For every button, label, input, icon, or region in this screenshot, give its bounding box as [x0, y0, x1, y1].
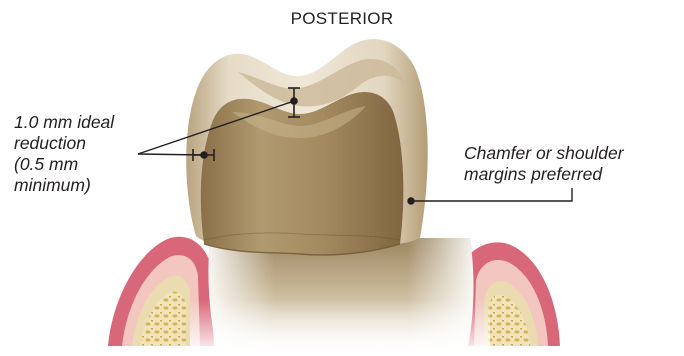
reduction-label-line-3: (0.5 mm	[14, 154, 114, 175]
reduction-label-line-1: 1.0 mm ideal	[14, 112, 114, 133]
reduction-label: 1.0 mm ideal reduction (0.5 mm minimum)	[14, 112, 114, 196]
margins-label-line-1: Chamfer or shoulder	[464, 143, 624, 164]
reduction-label-line-4: minimum)	[14, 175, 114, 196]
reduction-label-line-2: reduction	[14, 133, 114, 154]
margins-label-line-2: margins preferred	[464, 164, 624, 185]
margins-label: Chamfer or shoulder margins preferred	[464, 143, 624, 185]
margin-leader	[408, 188, 572, 204]
